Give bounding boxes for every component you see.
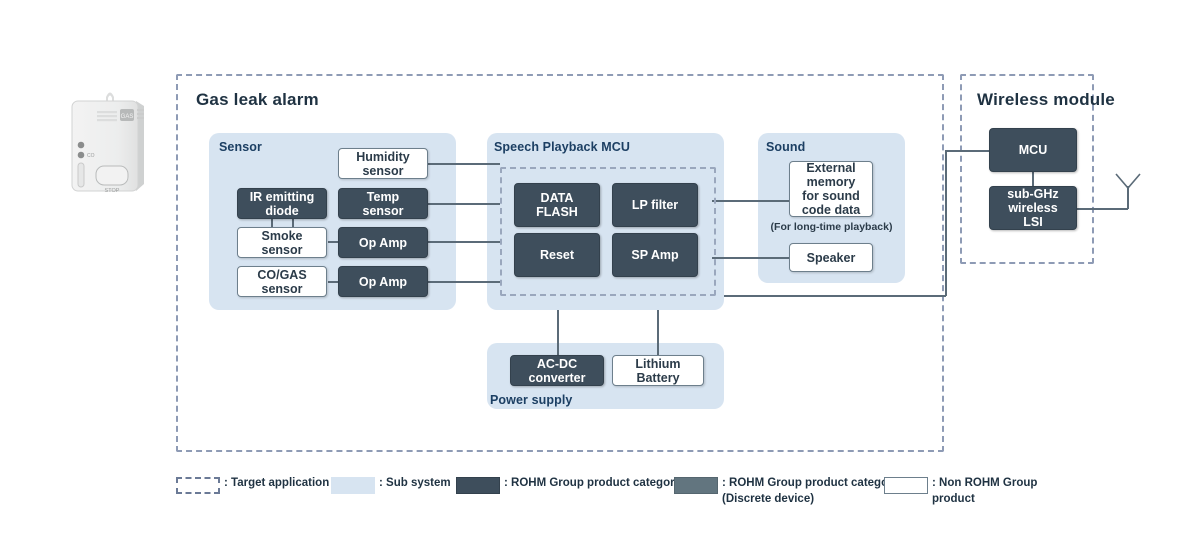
line-mcu-to-speaker — [712, 257, 790, 259]
block-co-gas-sensor[interactable]: CO/GAS sensor — [237, 266, 327, 297]
legend-item-sub-system: : Sub system — [331, 476, 451, 494]
gas-leak-alarm-device-photo: GAS CO STOP — [60, 85, 160, 205]
legend-label: : ROHM Group product category — [504, 477, 681, 489]
mcu-die-boundary — [500, 167, 716, 296]
page-title-gas-leak-alarm: Gas leak alarm — [196, 90, 319, 109]
antenna-icon — [1115, 173, 1141, 190]
block-op-amp-2[interactable]: Op Amp — [338, 266, 428, 297]
block-reset[interactable]: Reset — [514, 233, 600, 277]
line-wireless-mcu-entry — [945, 150, 990, 152]
sound-playback-note: (For long-time playback) — [770, 221, 893, 233]
wireless-module-frame — [960, 74, 1094, 264]
line-mcu-to-wireless-horizontal — [724, 295, 946, 297]
block-ir-emitting-diode[interactable]: IR emitting diode — [237, 188, 327, 219]
block-label: DATA FLASH — [536, 191, 578, 219]
block-label: Op Amp — [358, 274, 408, 289]
line-cogas-to-opamp2 — [328, 281, 340, 283]
block-label: SP Amp — [631, 248, 679, 262]
legend-item-non-rohm: : Non ROHM Group product — [884, 476, 1076, 507]
line-humidity-to-mcu — [428, 163, 500, 165]
block-label: External memory for sound code data — [801, 161, 861, 217]
line-mcu-to-external-memory — [712, 200, 790, 202]
block-op-amp-1[interactable]: Op Amp — [338, 227, 428, 258]
block-sp-amp[interactable]: SP Amp — [612, 233, 698, 277]
line-opamp2-to-mcu — [428, 281, 500, 283]
line-ir-diode-to-smoke-right — [292, 218, 294, 228]
block-label: IR emitting diode — [249, 189, 315, 218]
gas-leak-alarm-frame — [176, 74, 944, 452]
line-smoke-to-opamp1 — [328, 241, 340, 243]
mcu-subsystem-label: Speech Playback MCU — [494, 140, 630, 154]
sound-subsystem-label: Sound — [766, 140, 806, 154]
block-external-memory[interactable]: External memory for sound code data — [789, 161, 873, 217]
legend-swatch-sub-system — [331, 477, 375, 494]
block-data-flash[interactable]: DATA FLASH — [514, 183, 600, 227]
legend-label: : Non ROHM Group product — [932, 477, 1038, 505]
legend-swatch-dashed — [176, 477, 220, 494]
block-label: Speaker — [806, 250, 856, 265]
svg-text:GAS: GAS — [121, 114, 134, 120]
block-wireless-mcu[interactable]: MCU — [989, 128, 1077, 172]
line-wireless-mcu-to-lsi — [1032, 172, 1034, 186]
line-lsi-to-antenna — [1074, 208, 1128, 210]
svg-text:CO: CO — [87, 153, 95, 159]
block-label: LP filter — [631, 198, 679, 212]
svg-text:STOP: STOP — [105, 188, 120, 194]
power-subsystem-label: Power supply — [490, 393, 573, 407]
block-label: Humidity sensor — [356, 149, 410, 178]
legend-label: : ROHM Group product category (Discrete … — [722, 477, 899, 505]
block-smoke-sensor[interactable]: Smoke sensor — [237, 227, 327, 258]
line-mcu-to-battery — [657, 310, 659, 355]
block-label: CO/GAS sensor — [257, 267, 307, 296]
legend-item-rohm-discrete: : ROHM Group product category (Discrete … — [674, 476, 899, 507]
line-ir-diode-to-smoke-left — [271, 218, 273, 228]
block-label: MCU — [1018, 143, 1048, 157]
block-label: Reset — [539, 248, 575, 262]
line-mcu-to-acdc — [557, 310, 559, 355]
block-label: sub-GHz wireless LSI — [1007, 187, 1059, 229]
legend-swatch-rohm-discrete — [674, 477, 718, 494]
block-label: Smoke sensor — [261, 228, 303, 257]
sensor-subsystem-label: Sensor — [219, 140, 262, 154]
line-temp-to-mcu — [428, 203, 500, 205]
block-ac-dc-converter[interactable]: AC-DC converter — [510, 355, 604, 386]
legend-label: : Sub system — [379, 477, 451, 489]
block-humidity-sensor[interactable]: Humidity sensor — [338, 148, 428, 179]
block-label: Op Amp — [358, 235, 408, 250]
legend-item-target-application: : Target application — [176, 476, 329, 494]
line-antenna-stem — [1127, 186, 1129, 209]
block-sub-ghz-wireless-lsi[interactable]: sub-GHz wireless LSI — [989, 186, 1077, 230]
line-mcu-to-wireless-vertical — [945, 150, 947, 296]
block-label: Temp sensor — [362, 189, 404, 218]
block-lp-filter[interactable]: LP filter — [612, 183, 698, 227]
block-label: Lithium Battery — [635, 356, 681, 385]
block-label: AC-DC converter — [528, 356, 586, 385]
block-speaker[interactable]: Speaker — [789, 243, 873, 272]
line-opamp1-to-mcu — [428, 241, 500, 243]
legend-item-rohm-product: : ROHM Group product category — [456, 476, 681, 494]
legend-label: : Target application — [224, 477, 330, 489]
block-temp-sensor[interactable]: Temp sensor — [338, 188, 428, 219]
legend-swatch-non-rohm — [884, 477, 928, 494]
page-title-wireless-module: Wireless module — [977, 90, 1115, 109]
legend-swatch-rohm — [456, 477, 500, 494]
block-lithium-battery[interactable]: Lithium Battery — [612, 355, 704, 386]
legend: : Target application : Sub system : ROHM… — [176, 470, 1076, 510]
